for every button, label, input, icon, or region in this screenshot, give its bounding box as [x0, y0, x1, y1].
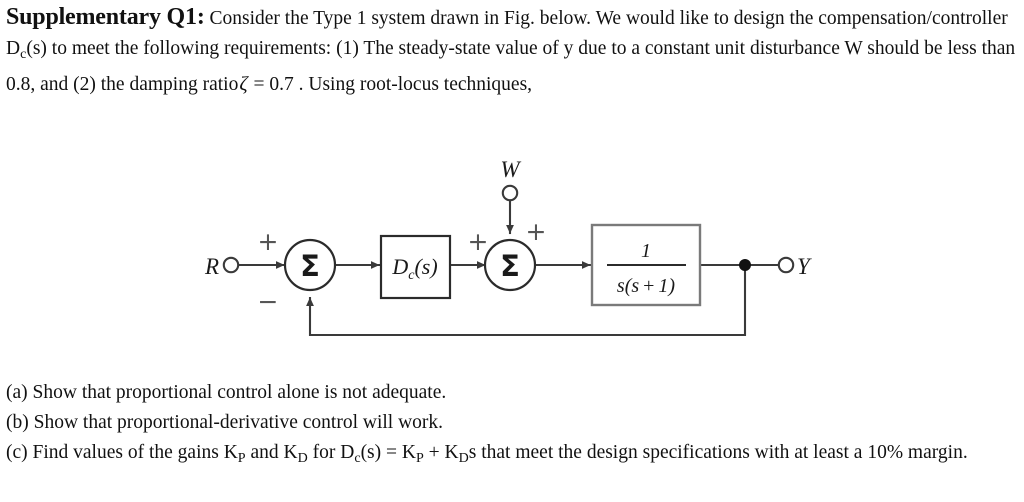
controller-subscript-inline: c [20, 45, 27, 62]
part-c-sub-d1: D [297, 449, 308, 466]
plant-denominator: s(s+1) [617, 275, 676, 297]
plant-numerator: 1 [641, 240, 651, 262]
disturbance-terminal-w [501, 184, 519, 202]
controller-block-label: Dc(s) [391, 254, 437, 283]
parts-list: (a) Show that proportional control alone… [6, 378, 1020, 473]
intro-paragraph: Supplementary Q1: Consider the Type 1 sy… [6, 2, 1020, 100]
part-c-mid-3: (s) = K [360, 442, 416, 463]
wire-feedback-path [306, 263, 747, 337]
part-c-sub-p1: P [237, 449, 246, 466]
summer1-plus-sign: + [258, 227, 279, 256]
part-c-sub-p2: P [415, 449, 424, 466]
label-w: W [500, 157, 521, 182]
label-r: R [204, 254, 219, 279]
part-c-end: s that meet the design specifications wi… [468, 442, 968, 463]
part-b: (b) Show that proportional-derivative co… [6, 412, 444, 433]
damping-ratio-symbol: ζ [239, 72, 248, 95]
summer2-plus-sign-left: + [468, 227, 489, 256]
summer1-minus-sign: − [258, 287, 279, 316]
part-c-mid-4: + K [423, 442, 459, 463]
part-a: (a) Show that proportional control alone… [6, 382, 447, 403]
controller-block [379, 234, 452, 300]
summing-junction-1-sigma: Σ [300, 249, 320, 283]
part-c-mid-2: for D [307, 442, 355, 463]
label-y: Y [797, 254, 812, 279]
part-c-sub-d2: D [458, 449, 469, 466]
question-colon: : [196, 4, 205, 30]
summing-junction-1 [283, 238, 337, 292]
summing-junction-2 [483, 238, 537, 292]
intro-text-part-1: Consider the Type 1 system drawn in Fig.… [6, 8, 1008, 59]
summing-junction-2-sigma: Σ [500, 249, 520, 283]
summer2-plus-sign-top: + [526, 217, 547, 246]
intro-text-part-3: . Using root-locus techniques, [298, 73, 533, 95]
part-c-pre: (c) Find values of the gains K [6, 442, 238, 463]
part-c: (c) Find values of the gains KP and KD f… [6, 438, 1020, 473]
intro-text-part-2: (s) to meet the following requirements: … [6, 38, 1016, 95]
damping-ratio-value: = 0.7 [253, 73, 294, 95]
feedback-takeoff-node [739, 259, 751, 271]
part-c-mid-1: and K [245, 442, 298, 463]
question-label: Supplementary Q1 [6, 4, 197, 30]
part-c-sub-c: c [354, 449, 361, 466]
input-terminal-r [222, 256, 240, 274]
output-terminal-y [777, 256, 795, 274]
control-system-block-diagram: Σ Σ Dc(s) 1 s(s+1) + − + + R W Y [0, 150, 1024, 365]
